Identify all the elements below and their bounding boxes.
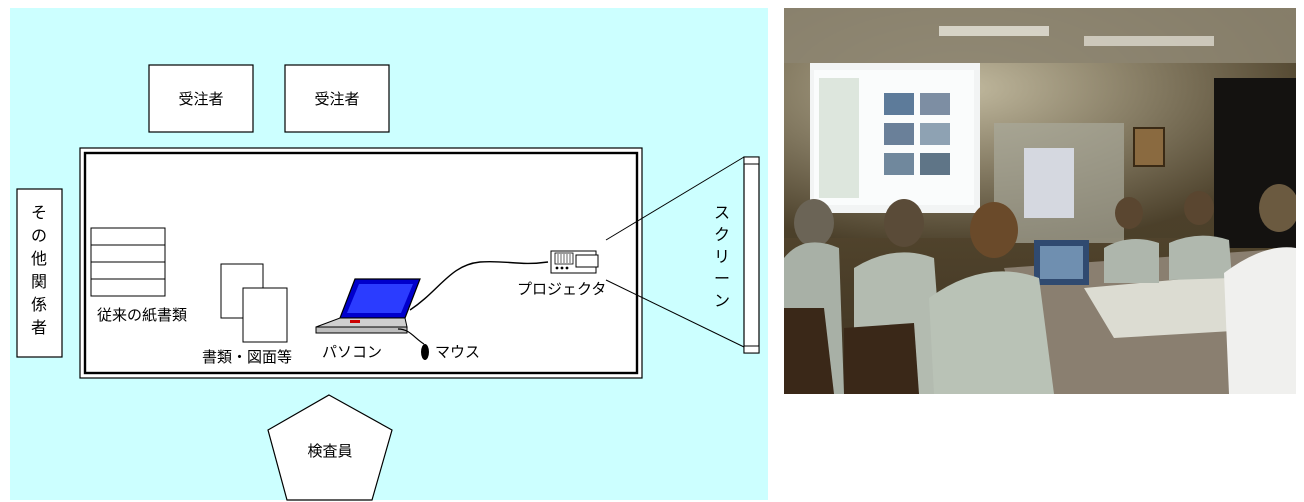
documents-drawings-label: 書類・図面等 — [202, 348, 292, 366]
other-parties-char-1: そ — [31, 203, 47, 222]
screen-char-2: ク — [714, 225, 730, 244]
screen-icon — [743, 156, 760, 354]
contractor-label-2: 受注者 — [314, 90, 359, 108]
pc-label: パソコン — [322, 343, 382, 361]
projector-icon — [550, 250, 599, 274]
paper-documents-label: 従来の紙書類 — [97, 306, 187, 324]
contractor-label-1: 受注者 — [178, 90, 223, 108]
other-parties-char-4: 関 — [31, 272, 47, 291]
inspection-table — [79, 147, 643, 379]
mouse-label: マウス — [435, 343, 480, 361]
screen-char-3: リ — [714, 247, 730, 266]
projection-line-bottom — [605, 279, 745, 348]
meeting-room-photo — [784, 8, 1296, 394]
projector-label: プロジェクタ — [517, 280, 606, 298]
mouse-cable — [397, 328, 425, 345]
layout-diagram: 受注者 受注者 そ の 他 関 係 者 従来の紙書類 書類・図面等 — [10, 8, 768, 501]
projector-cable — [409, 260, 549, 311]
other-parties-box: そ の 他 関 係 者 — [16, 188, 63, 358]
paper-documents-icon — [90, 227, 166, 297]
other-parties-char-5: 係 — [31, 295, 47, 314]
mouse-icon — [421, 344, 429, 360]
screen-char-1: ス — [714, 203, 730, 222]
other-parties-char-6: 者 — [31, 318, 47, 337]
screen-char-5: ン — [714, 291, 730, 310]
other-parties-char-3: 他 — [31, 249, 47, 268]
documents-drawings-icon — [220, 263, 288, 343]
contractor-box-2: 受注者 — [284, 64, 390, 133]
contractor-box-1: 受注者 — [148, 64, 254, 133]
inspector-shape: 検査員 — [267, 394, 393, 501]
projection-line-top — [605, 156, 745, 241]
inspector-label: 検査員 — [307, 442, 352, 460]
laptop-icon — [315, 278, 421, 334]
other-parties-char-2: の — [31, 226, 47, 245]
screen-char-4: ー — [714, 269, 730, 288]
